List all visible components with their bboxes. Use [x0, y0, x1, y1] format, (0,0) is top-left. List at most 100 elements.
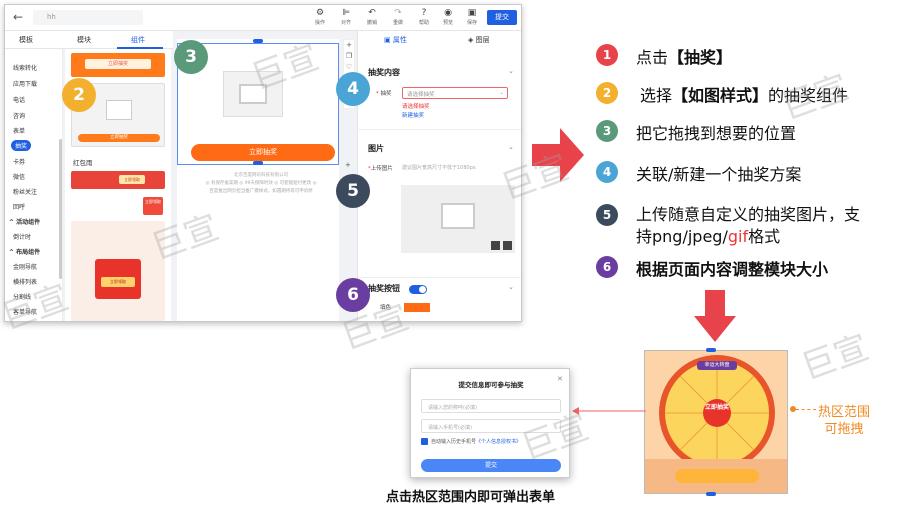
- lottery-label-text: 抽奖: [380, 91, 392, 97]
- thumb-button: 立即领取: [143, 197, 163, 215]
- callout-6: 6: [336, 278, 370, 312]
- tab-layers[interactable]: ◈ 图层: [468, 36, 490, 44]
- close-icon[interactable]: ✕: [557, 375, 563, 383]
- hotzone-leader-line: [796, 409, 816, 410]
- page-name-input[interactable]: hh: [33, 10, 143, 25]
- chevron-down-icon[interactable]: ⌄: [508, 67, 514, 75]
- heart-icon[interactable]: ♡: [345, 63, 353, 71]
- undo-icon[interactable]: ↶撤销: [361, 8, 383, 30]
- category-item-lottery[interactable]: 抽奖: [11, 140, 32, 151]
- tab-templates[interactable]: 模板: [19, 36, 33, 44]
- section-button-title: 抽奖按钮: [368, 284, 400, 293]
- resize-handle-bottom[interactable]: [253, 161, 263, 165]
- lottery-signup-popup: 提交信息即可参与抽奖 ✕ 请输入您的称呼(必填) 请输入手机号(必填) 自动输入…: [410, 368, 570, 478]
- new-lottery-link[interactable]: 新建抽奖: [402, 113, 425, 119]
- category-item[interactable]: 倒计时: [13, 234, 32, 241]
- scrollbar[interactable]: [59, 139, 62, 279]
- category-item[interactable]: 金刚导航: [13, 264, 38, 271]
- category-item[interactable]: 卡券: [13, 159, 26, 166]
- category-item[interactable]: 粉丝关注: [13, 189, 38, 196]
- watermark: 巨宣: [776, 67, 854, 129]
- chevron-down-icon[interactable]: ⌄: [508, 283, 514, 291]
- category-item[interactable]: 回呼: [13, 204, 26, 211]
- thumb-redpacket-3[interactable]: 立即领取: [71, 221, 165, 321]
- thumb-lottery-1[interactable]: 立即抽奖: [71, 53, 165, 77]
- thumb-redpacket-1[interactable]: 立即领取: [71, 171, 165, 189]
- upload-image-box[interactable]: [401, 185, 515, 253]
- lottery-wheel-preview[interactable]: 幸运大转盘 立即抽奖: [644, 350, 788, 494]
- name-input[interactable]: 请输入您的称呼(必填): [421, 399, 561, 413]
- category-item[interactable]: 咨询: [13, 113, 26, 120]
- step-3-text: 把它拖拽到想要的位置: [636, 124, 797, 143]
- category-item[interactable]: 线索转化: [13, 65, 38, 72]
- callout-4: 4: [336, 72, 370, 106]
- lottery-draw-button[interactable]: 立即抽奖: [191, 144, 335, 161]
- callout-2: 2: [62, 78, 96, 112]
- delete-icon[interactable]: [503, 241, 512, 250]
- step-6-text: 根据页面内容调整模块大小: [636, 256, 828, 280]
- copy-icon[interactable]: ❐: [345, 52, 353, 60]
- step-number: 6: [596, 256, 618, 278]
- tool-label: 帮助: [418, 20, 429, 26]
- lottery-button-toggle[interactable]: [409, 285, 427, 294]
- privacy-link[interactable]: 《个人信息授权书》: [476, 439, 522, 445]
- divider: [358, 129, 521, 130]
- tab-label: 属性: [392, 36, 407, 44]
- arrow-left-icon: [572, 407, 646, 415]
- crop-icon[interactable]: [491, 241, 500, 250]
- redo-icon[interactable]: ↷重做: [387, 8, 409, 30]
- chevron-down-icon[interactable]: ⌄: [508, 143, 514, 151]
- step-number: 4: [596, 161, 618, 183]
- category-item[interactable]: 表单: [13, 128, 26, 135]
- eye-icon[interactable]: ◉预览: [437, 8, 459, 30]
- category-group: ^ 活动组件: [9, 219, 41, 226]
- arrow-right-icon: [532, 128, 584, 182]
- step-4-text: 关联/新建一个抽奖方案: [636, 165, 802, 184]
- image-placeholder-icon: [441, 203, 475, 229]
- category-item[interactable]: 横排列表: [13, 279, 38, 286]
- agree-label: 自动输入历史手机号: [431, 439, 477, 445]
- resize-handle-top[interactable]: [706, 348, 716, 352]
- gear-icon[interactable]: ⚙操作: [309, 8, 331, 30]
- tab-components[interactable]: 组件: [131, 36, 145, 44]
- tab-modules[interactable]: 模块: [77, 36, 91, 44]
- resize-handle-top[interactable]: [253, 39, 263, 43]
- resize-handle-bottom[interactable]: [706, 492, 716, 496]
- step-number: 5: [596, 204, 618, 226]
- arrow-left-icon[interactable]: ←: [13, 10, 24, 24]
- category-group-label: 布局组件: [16, 249, 41, 256]
- footer-company: 北京百度网讯科技有限公司: [234, 173, 288, 178]
- category-item[interactable]: 客单导航: [13, 309, 38, 316]
- category-item[interactable]: 微信: [13, 174, 26, 181]
- tab-properties[interactable]: ▣ 属性: [384, 36, 407, 44]
- popup-title: 提交信息即可参与抽奖: [458, 381, 524, 389]
- left-panel-tabs: 模板 模块 组件: [5, 31, 173, 49]
- category-item[interactable]: 分割线: [13, 294, 32, 301]
- align-icon[interactable]: ⊫对齐: [335, 8, 357, 30]
- divider: [358, 277, 521, 278]
- plus-icon[interactable]: +: [345, 161, 351, 169]
- submit-button[interactable]: 提交: [487, 10, 517, 25]
- phone-input[interactable]: 请输入手机号(必填): [421, 419, 561, 433]
- popup-submit-button[interactable]: 提交: [421, 459, 561, 472]
- tool-label: 预览: [442, 20, 453, 26]
- lottery-select[interactable]: 请选择抽奖⌄: [402, 87, 508, 99]
- help-icon[interactable]: ?帮助: [413, 8, 435, 30]
- step-text-bold: 【抽奖】: [668, 48, 733, 67]
- category-item[interactable]: 电话: [13, 97, 26, 104]
- hotzone-label: 热区范围 可拖拽: [818, 404, 870, 438]
- wheel-center-button[interactable]: 立即抽奖: [705, 404, 730, 411]
- agree-checkbox[interactable]: [421, 438, 428, 445]
- step-text-bold: 根据页面内容调整模块大小: [636, 260, 829, 279]
- plus-icon[interactable]: +: [346, 41, 352, 49]
- footer-line: 百度推出网页担当推广模样式，如遇期待等可申诉原: [209, 189, 313, 194]
- toggle-knob: [419, 286, 426, 293]
- fill-color-swatch[interactable]: [404, 303, 430, 312]
- step-number: 3: [596, 120, 618, 142]
- section-lottery-title: 抽奖内容: [368, 68, 400, 77]
- category-item[interactable]: 应用下载: [13, 81, 38, 88]
- tool-label: 撤销: [366, 20, 377, 26]
- save-icon[interactable]: ▣保存: [461, 8, 483, 30]
- thumb-redpacket-2[interactable]: 立即领取: [71, 193, 165, 217]
